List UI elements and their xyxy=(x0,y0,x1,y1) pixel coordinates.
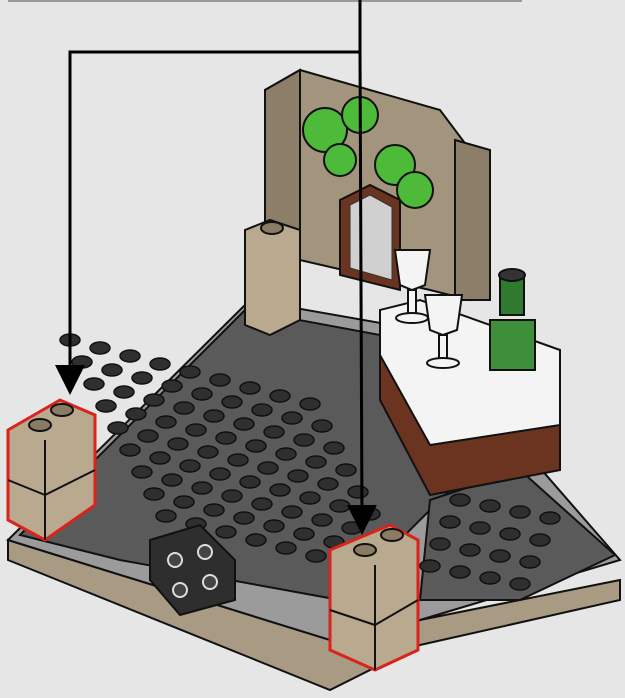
stud xyxy=(324,442,344,454)
left-wall-column xyxy=(245,220,300,335)
stud xyxy=(144,394,164,406)
stud xyxy=(174,402,194,414)
stud xyxy=(430,538,450,550)
stud xyxy=(306,550,326,562)
stud xyxy=(270,484,290,496)
stud xyxy=(150,358,170,370)
stud xyxy=(198,446,218,458)
stud xyxy=(336,464,356,476)
stud xyxy=(174,496,194,508)
stud xyxy=(306,456,326,468)
stud xyxy=(240,476,260,488)
stud xyxy=(342,522,362,534)
stud xyxy=(500,528,520,540)
stud xyxy=(132,466,152,478)
stud xyxy=(480,500,500,512)
stud xyxy=(288,470,308,482)
stud xyxy=(216,432,236,444)
stud xyxy=(216,526,236,538)
stud xyxy=(540,512,560,524)
stud xyxy=(264,520,284,532)
stud xyxy=(222,490,242,502)
stud xyxy=(264,426,284,438)
stud xyxy=(318,478,338,490)
stud xyxy=(234,512,254,524)
stud xyxy=(156,510,176,522)
stud xyxy=(114,386,134,398)
stud xyxy=(162,474,182,486)
stud xyxy=(204,410,224,422)
stud xyxy=(156,416,176,428)
stud xyxy=(180,366,200,378)
stud xyxy=(204,504,224,516)
stud xyxy=(258,462,278,474)
stud xyxy=(192,388,212,400)
stud xyxy=(460,544,480,556)
stud xyxy=(470,522,490,534)
stud xyxy=(330,500,350,512)
stud xyxy=(246,440,266,452)
stud xyxy=(510,578,530,590)
stud xyxy=(72,356,92,368)
stud xyxy=(120,350,140,362)
green-bottle xyxy=(490,269,535,370)
stud xyxy=(276,542,296,554)
stud xyxy=(312,514,332,526)
stud xyxy=(246,534,266,546)
stud xyxy=(300,492,320,504)
stud xyxy=(186,424,206,436)
stud xyxy=(102,364,122,376)
stud xyxy=(84,378,104,390)
stud xyxy=(252,498,272,510)
stud xyxy=(510,506,530,518)
stud xyxy=(120,444,140,456)
stud xyxy=(294,528,314,540)
stud xyxy=(108,422,128,434)
stud xyxy=(530,534,550,546)
stud xyxy=(138,430,158,442)
stud xyxy=(490,550,510,562)
stud xyxy=(162,380,182,392)
stud xyxy=(300,398,320,410)
stud xyxy=(168,438,188,450)
stud xyxy=(450,494,470,506)
stud xyxy=(192,482,212,494)
stud xyxy=(210,374,230,386)
stud xyxy=(480,572,500,584)
stud xyxy=(282,506,302,518)
stud xyxy=(90,342,110,354)
stud xyxy=(228,454,248,466)
stud xyxy=(282,412,302,424)
stud xyxy=(132,372,152,384)
stud xyxy=(96,400,116,412)
stud xyxy=(234,418,254,430)
stud xyxy=(520,556,540,568)
stud xyxy=(210,468,230,480)
stud xyxy=(144,488,164,500)
stud xyxy=(270,390,290,402)
stud xyxy=(348,486,368,498)
stud xyxy=(222,396,242,408)
stud xyxy=(450,566,470,578)
stud xyxy=(252,404,272,416)
down-arrow-icon xyxy=(360,52,362,520)
stud xyxy=(312,420,332,432)
front-corner-brick-stack xyxy=(330,525,418,670)
stud xyxy=(150,452,170,464)
stud xyxy=(276,448,296,460)
stud xyxy=(240,382,260,394)
stud xyxy=(126,408,146,420)
stud xyxy=(180,460,200,472)
stud xyxy=(440,516,460,528)
stud xyxy=(294,434,314,446)
stud xyxy=(420,560,440,572)
